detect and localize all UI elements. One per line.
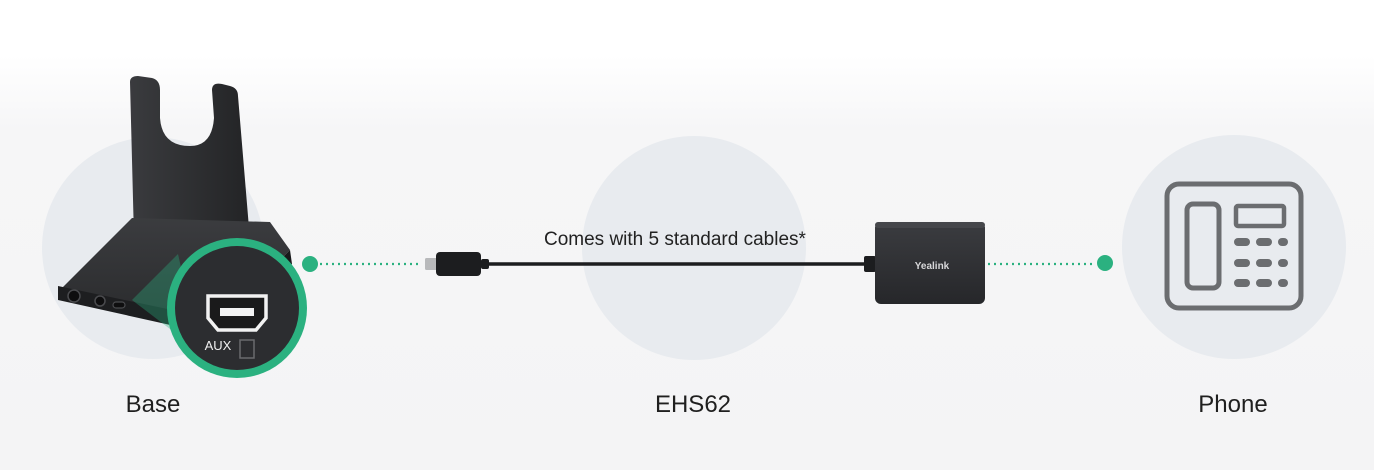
phone-port-icon (239, 339, 255, 359)
left-connector-dot-icon (302, 256, 318, 272)
aux-port-zoom (167, 238, 307, 378)
phone-keypad (1234, 238, 1288, 287)
ehs-label: EHS62 (654, 391, 732, 418)
ehs-adapter (875, 222, 985, 304)
aux-port-label: AUX (205, 338, 232, 353)
ehs-cable (425, 252, 876, 276)
desk-phone-icon (1164, 181, 1304, 311)
base-label: Base (125, 391, 181, 418)
phone-label: Phone (1198, 391, 1268, 418)
phone-circle-bg (1122, 135, 1346, 359)
ehs-brand-text: Yealink (915, 261, 950, 272)
right-connector-dot-icon (1097, 255, 1113, 271)
cable-caption: Comes with 5 standard cables* (544, 229, 806, 250)
ehs-circle-bg (582, 136, 806, 360)
